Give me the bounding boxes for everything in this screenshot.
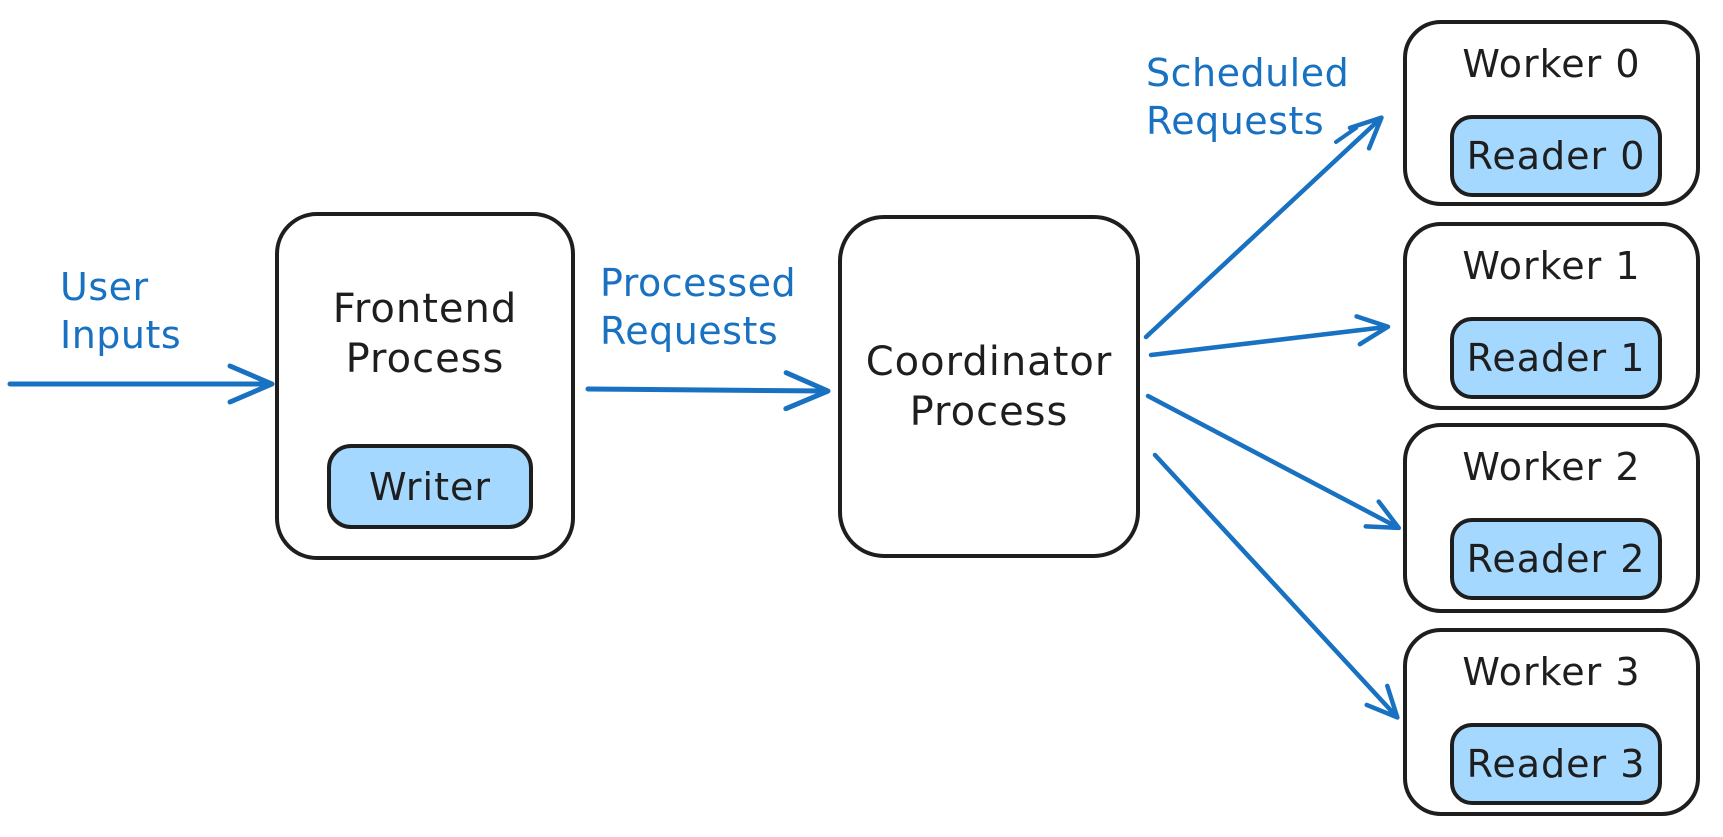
reader-0-node: Reader 0 [1450, 115, 1662, 197]
worker-2-title: Worker 2 [1462, 445, 1641, 489]
worker-1-node: Worker 1 Reader 1 [1403, 222, 1700, 410]
worker-0-title: Worker 0 [1462, 42, 1641, 86]
writer-node: Writer [327, 444, 533, 529]
worker-0-node: Worker 0 Reader 0 [1403, 20, 1700, 206]
frontend-process-title: Frontend Process [332, 286, 518, 382]
worker-2-node: Worker 2 Reader 2 [1403, 423, 1700, 613]
scheduled-requests-label: Scheduled Requests [1146, 51, 1350, 143]
coordinator-process-title: Coordinator Process [865, 338, 1113, 435]
reader-1-label: Reader 1 [1466, 336, 1646, 380]
writer-label: Writer [369, 464, 491, 509]
scheduled-arrow-worker-0 [1143, 115, 1384, 340]
worker-3-title: Worker 3 [1462, 650, 1641, 694]
reader-3-label: Reader 3 [1466, 742, 1646, 786]
processed-requests-arrow [585, 370, 831, 412]
scheduled-label-connector-dash [1334, 126, 1358, 144]
processed-requests-label: Processed Requests [600, 261, 797, 353]
reader-1-node: Reader 1 [1450, 317, 1662, 399]
reader-0-label: Reader 0 [1466, 134, 1646, 178]
worker-3-node: Worker 3 Reader 3 [1403, 628, 1700, 816]
reader-3-node: Reader 3 [1450, 723, 1662, 805]
scheduled-arrow-worker-2 [1145, 393, 1402, 531]
coordinator-process-node: Coordinator Process [838, 215, 1140, 558]
reader-2-node: Reader 2 [1450, 518, 1662, 600]
user-inputs-label: User Inputs [60, 265, 182, 357]
worker-1-title: Worker 1 [1462, 244, 1641, 288]
reader-2-label: Reader 2 [1466, 537, 1646, 581]
scheduled-arrow-worker-1 [1148, 314, 1391, 358]
scheduled-arrow-worker-3 [1152, 452, 1400, 720]
